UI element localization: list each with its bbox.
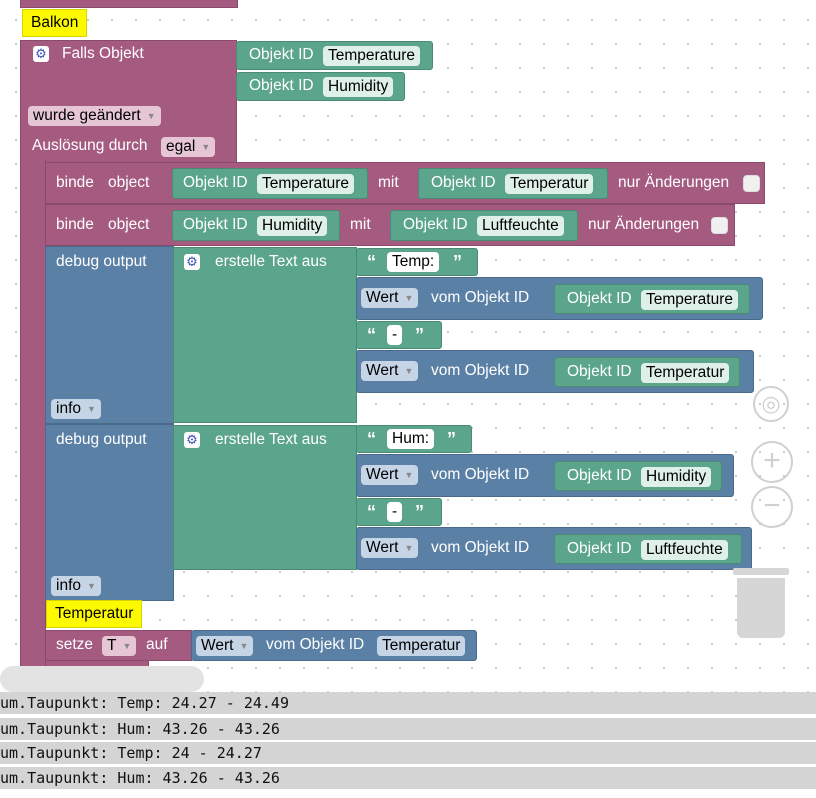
log-line: um.Taupunkt: Hum: 43.26 - 43.26 [0,718,816,740]
log-panel: um.Taupunkt: Temp: 24.27 - 24.49 um.Taup… [0,692,816,798]
trigger-id2-field[interactable]: Humidity [323,77,394,97]
zoom-in-icon[interactable]: + [751,441,793,483]
horizontal-scrollbar[interactable] [0,666,204,692]
trigger-title: Falls Objekt [62,45,144,62]
trigger-block-spine [20,160,46,700]
text-join-block-1[interactable]: ⚙ erstelle Text aus [173,247,357,423]
setter-get-value-block[interactable]: Wert▼ vom Objekt ID Temperatur [191,630,477,661]
get-value-block-3[interactable]: Wert▼ vom Objekt ID Objekt ID Humidity [356,454,734,497]
blockly-workspace[interactable]: Balkon ⚙ Falls Objekt Objekt ID Temperat… [0,0,816,700]
gear-icon[interactable]: ⚙ [184,254,200,270]
wert-dropdown[interactable]: Wert▼ [196,636,254,656]
log-line: um.Taupunkt: Temp: 24 - 24.27 [0,742,816,764]
debug2-level-dropdown[interactable]: info▼ [51,576,101,596]
string-block-sep-2[interactable]: “ - ” [356,498,442,526]
comment-temperatur[interactable]: Temperatur [46,600,143,628]
trigger-id1-field[interactable]: Temperature [323,46,421,66]
bind2-source-block[interactable]: Objekt ID Humidity [172,210,340,241]
debug1-level-dropdown[interactable]: info▼ [51,399,101,419]
debug-block-2[interactable]: debug output info▼ [45,424,174,601]
ausloesung-dropdown[interactable]: egal▼ [161,137,216,157]
bind2-target-block[interactable]: Objekt ID Luftfeuchte [390,210,578,241]
zoom-out-icon[interactable]: − [751,486,793,528]
trigger-objekt-id-1[interactable]: Objekt ID Temperature [236,41,433,70]
changed-dropdown[interactable]: wurde geändert▼ [28,106,161,126]
bind1-source-block[interactable]: Objekt ID Temperature [172,168,368,199]
bind-block-1[interactable]: binde object Objekt ID Temperature mit O… [45,162,765,204]
string-block-sep-1[interactable]: “ - ” [356,321,442,349]
wert-dropdown[interactable]: Wert▼ [361,361,419,381]
wert-dropdown[interactable]: Wert▼ [361,538,419,558]
set-variable-block[interactable]: setze T▼ auf [45,630,192,661]
string-block-hum[interactable]: “ Hum: ” [356,425,472,453]
trash-icon[interactable] [737,578,785,638]
trigger-objekt-id-2[interactable]: Objekt ID Humidity [236,72,405,101]
get-value-block-2[interactable]: Wert▼ vom Objekt ID Objekt ID Temperatur [356,350,754,393]
get-value-block-4[interactable]: Wert▼ vom Objekt ID Objekt ID Luftfeucht… [356,527,752,570]
bind-block-2[interactable]: binde object Objekt ID Humidity mit Obje… [45,204,735,246]
comment-balkon[interactable]: Balkon [22,9,88,37]
text-join-block-2[interactable]: ⚙ erstelle Text aus [173,425,357,570]
string-block-temp[interactable]: “ Temp: ” [356,248,478,276]
center-icon[interactable]: ◎ [753,386,789,422]
trash-lid-icon[interactable] [733,568,789,575]
variable-dropdown[interactable]: T▼ [102,636,137,656]
gear-icon[interactable]: ⚙ [33,46,49,62]
gear-icon[interactable]: ⚙ [184,432,200,448]
get-value-block-1[interactable]: Wert▼ vom Objekt ID Objekt ID Temperatur… [356,277,763,320]
log-line: um.Taupunkt: Temp: 24.27 - 24.49 [0,692,816,714]
log-line: um.Taupunkt: Hum: 43.26 - 43.26 [0,767,816,789]
ausloesung-label: Auslösung durch [32,137,148,154]
bind1-target-block[interactable]: Objekt ID Temperatur [418,168,608,199]
only-changes-checkbox-2[interactable] [711,217,728,234]
previous-block-stub[interactable] [20,0,238,8]
debug-block-1[interactable]: debug output info▼ [45,246,174,424]
wert-dropdown[interactable]: Wert▼ [361,465,419,485]
only-changes-checkbox-1[interactable] [743,175,760,192]
wert-dropdown[interactable]: Wert▼ [361,288,419,308]
